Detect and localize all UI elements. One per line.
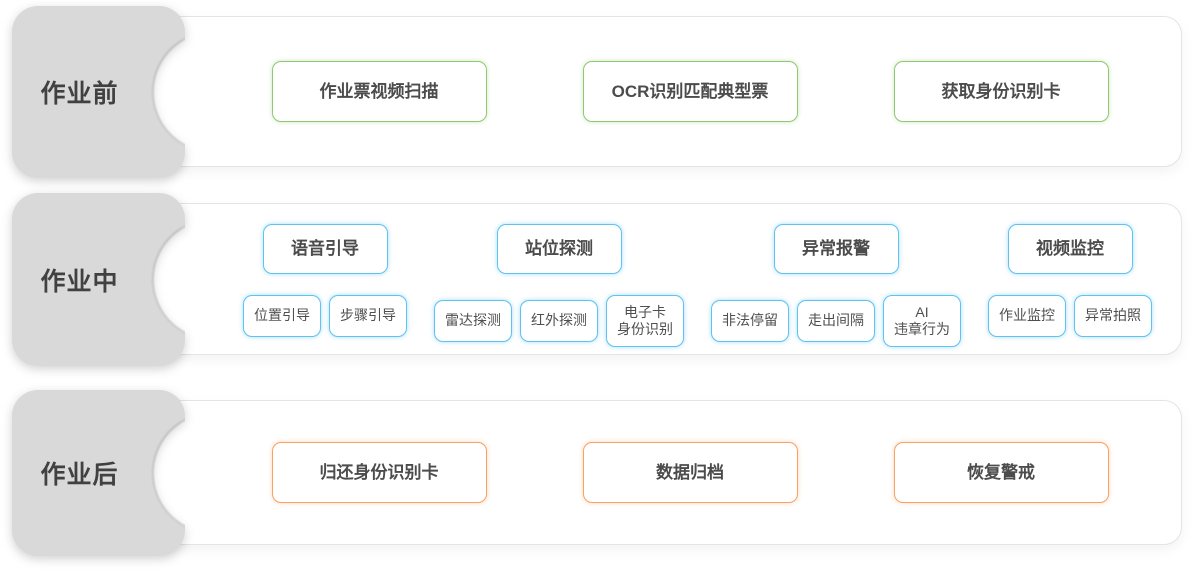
subs-anomaly-alarm: 非法停留 走出间隔 AI 违章行为 <box>711 295 961 347</box>
sub-box-leave-interval: 走出间隔 <box>797 300 875 342</box>
during-work-groups: 语音引导 位置引导 步骤引导 站位探测 雷达探测 红外探测 电子卡 身份识别 <box>151 204 1181 347</box>
before-work-steps: 作业票视频扫描 OCR识别匹配典型票 获取身份识别卡 <box>151 17 1181 166</box>
subs-video-monitoring: 作业监控 异常拍照 <box>988 295 1152 337</box>
group-header-voice-guidance: 语音引导 <box>262 224 388 274</box>
group-voice-guidance: 语音引导 位置引导 步骤引导 <box>243 224 407 337</box>
step-box-return-id-card: 归还身份识别卡 <box>271 442 487 503</box>
group-video-monitoring: 视频监控 作业监控 异常拍照 <box>988 224 1152 337</box>
sub-box-anomaly-photo: 异常拍照 <box>1074 295 1152 337</box>
phase-row-before-work: 作业票视频扫描 OCR识别匹配典型票 获取身份识别卡 作业前 <box>12 6 1182 178</box>
step-box-ticket-video-scan: 作业票视频扫描 <box>271 61 487 122</box>
sub-box-illegal-stay: 非法停留 <box>711 300 789 342</box>
before-work-panel: 作业票视频扫描 OCR识别匹配典型票 获取身份识别卡 <box>150 16 1182 167</box>
group-position-detection: 站位探测 雷达探测 红外探测 电子卡 身份识别 <box>434 224 684 347</box>
group-header-position-detection: 站位探测 <box>496 224 622 274</box>
group-header-anomaly-alarm: 异常报警 <box>773 224 899 274</box>
step-box-data-archive: 数据归档 <box>582 442 798 503</box>
sub-box-infrared-detection: 红外探测 <box>520 300 598 342</box>
sub-box-ai-violation: AI 违章行为 <box>883 295 961 347</box>
subs-position-detection: 雷达探测 红外探测 电子卡 身份识别 <box>434 295 684 347</box>
phase-tag-during-work: 作业中 <box>12 193 185 366</box>
phase-row-during-work: 语音引导 位置引导 步骤引导 站位探测 雷达探测 红外探测 电子卡 身份识别 <box>12 193 1182 366</box>
subs-voice-guidance: 位置引导 步骤引导 <box>243 295 407 337</box>
after-work-steps: 归还身份识别卡 数据归档 恢复警戒 <box>151 401 1181 544</box>
sub-box-ecard-identity: 电子卡 身份识别 <box>606 295 684 347</box>
step-box-ocr-match-ticket: OCR识别匹配典型票 <box>582 61 798 122</box>
phase-tag-before-work: 作业前 <box>12 6 185 178</box>
sub-box-radar-detection: 雷达探测 <box>434 300 512 342</box>
phase-row-after-work: 归还身份识别卡 数据归档 恢复警戒 作业后 <box>12 390 1182 556</box>
step-box-get-id-card: 获取身份识别卡 <box>893 61 1109 122</box>
workflow-diagram: 作业票视频扫描 OCR识别匹配典型票 获取身份识别卡 作业前 语音引导 位置引导… <box>0 6 1200 556</box>
sub-box-position-guidance: 位置引导 <box>243 295 321 337</box>
step-box-restore-alert: 恢复警戒 <box>893 442 1109 503</box>
sub-box-step-guidance: 步骤引导 <box>329 295 407 337</box>
after-work-panel: 归还身份识别卡 数据归档 恢复警戒 <box>150 400 1182 545</box>
sub-box-work-monitoring: 作业监控 <box>988 295 1066 337</box>
group-anomaly-alarm: 异常报警 非法停留 走出间隔 AI 违章行为 <box>711 224 961 347</box>
during-work-panel: 语音引导 位置引导 步骤引导 站位探测 雷达探测 红外探测 电子卡 身份识别 <box>150 203 1182 355</box>
group-header-video-monitoring: 视频监控 <box>1007 224 1133 274</box>
phase-tag-after-work: 作业后 <box>12 390 185 556</box>
